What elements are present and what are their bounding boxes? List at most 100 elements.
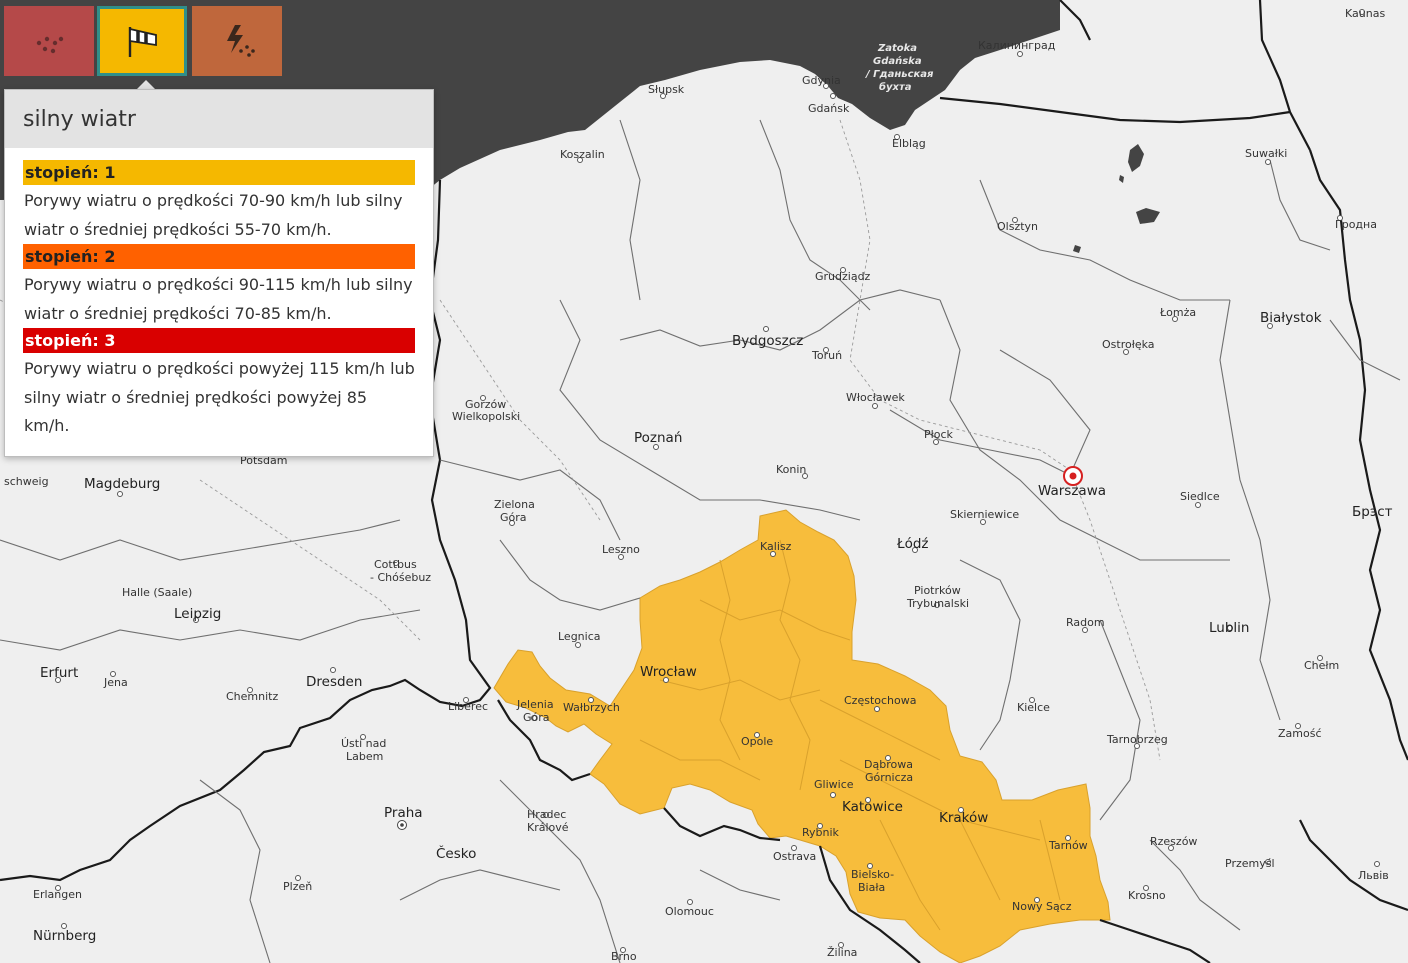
label-torun: Toruń bbox=[811, 349, 842, 362]
label-brno: Brno bbox=[611, 950, 637, 963]
regional-borders bbox=[0, 119, 1401, 963]
label-plock: Płock bbox=[924, 428, 954, 441]
label-hradec-2: Králové bbox=[527, 821, 569, 834]
label-halle: Halle (Saale) bbox=[122, 586, 192, 599]
label-gdynia: Gdynia bbox=[802, 74, 841, 87]
legend-level-3: stopień: 3 Porywy wiatru o prędkości pow… bbox=[23, 328, 415, 441]
label-olsztyn: Olsztyn bbox=[997, 220, 1038, 233]
label-siedlce: Siedlce bbox=[1180, 490, 1220, 503]
windsock-icon bbox=[128, 27, 157, 57]
label-zamosc: Zamość bbox=[1278, 727, 1322, 740]
label-rybnik: Rybnik bbox=[802, 826, 840, 839]
label-elblag: Elbląg bbox=[892, 137, 926, 150]
label-grudziadz: Grudziądz bbox=[815, 270, 871, 283]
label-kaliningrad: Калининград bbox=[978, 39, 1056, 52]
label-zatoka-4: бухта bbox=[879, 81, 912, 93]
label-praha: Praha bbox=[384, 805, 423, 821]
label-dabrowa-2: Górnicza bbox=[865, 771, 913, 784]
label-schweig: schweig bbox=[4, 475, 49, 488]
label-usti-1: Ústí nad bbox=[341, 737, 386, 750]
legend-level-1: stopień: 1 Porywy wiatru o prędkości 70-… bbox=[23, 160, 415, 244]
label-walbrzych: Wałbrzych bbox=[563, 701, 620, 714]
label-czestochowa: Częstochowa bbox=[844, 694, 916, 707]
label-piotrkow-2: Trybunalski bbox=[906, 597, 969, 610]
label-przemysl: Przemyśl bbox=[1225, 857, 1275, 870]
label-zatoka-1: Zatoka bbox=[877, 43, 917, 54]
hazard-button-storm[interactable] bbox=[192, 6, 282, 76]
label-plzen: Plzeň bbox=[283, 880, 312, 893]
label-bielsko-1: Bielsko- bbox=[851, 868, 894, 881]
praha-capital-marker bbox=[397, 820, 407, 830]
level-3-description: Porywy wiatru o prędkości powyżej 115 km… bbox=[24, 359, 415, 435]
label-rzeszow: Rzeszów bbox=[1150, 835, 1197, 848]
hazard-button-wind[interactable] bbox=[97, 6, 187, 76]
level-1-label: stopień: 1 bbox=[23, 160, 415, 185]
label-chelm: Chełm bbox=[1304, 659, 1339, 672]
label-lublin: Lublin bbox=[1209, 620, 1249, 636]
label-erlangen: Erlangen bbox=[33, 888, 82, 901]
label-suwalki: Suwałki bbox=[1245, 147, 1287, 160]
label-legnica: Legnica bbox=[558, 630, 601, 643]
level-1-description: Porywy wiatru o prędkości 70-90 km/h lub… bbox=[24, 191, 403, 239]
label-lodz: Łódź bbox=[896, 536, 929, 552]
label-chemnitz: Chemnitz bbox=[226, 690, 278, 703]
label-gliwice: Gliwice bbox=[814, 778, 854, 791]
legend-title: silny wiatr bbox=[5, 90, 433, 148]
label-usti-2: Labem bbox=[346, 750, 383, 763]
label-piotrkow-1: Piotrków bbox=[914, 584, 961, 597]
label-cesko: Česko bbox=[436, 844, 476, 862]
legend-level-2: stopień: 2 Porywy wiatru o prędkości 90-… bbox=[23, 244, 415, 328]
warning-area-level-1[interactable] bbox=[493, 509, 1111, 963]
label-lviv: Львів bbox=[1358, 869, 1389, 882]
label-kielce: Kielce bbox=[1017, 701, 1050, 714]
label-opole: Opole bbox=[741, 735, 773, 748]
label-krakow: Kraków bbox=[939, 810, 988, 826]
city-markers bbox=[55, 9, 1380, 953]
label-olomouc: Olomouc bbox=[665, 905, 714, 918]
label-wroclaw: Wrocław bbox=[640, 664, 697, 680]
label-ostrava: Ostrava bbox=[773, 850, 816, 863]
legend-pointer bbox=[136, 80, 156, 90]
label-jena: Jena bbox=[103, 676, 128, 689]
label-kalisz: Kalisz bbox=[760, 540, 792, 553]
label-poznan: Poznań bbox=[634, 430, 682, 446]
label-zilina: Žilina bbox=[827, 946, 857, 959]
label-leipzig: Leipzig bbox=[174, 606, 221, 622]
label-konin: Konin bbox=[776, 463, 806, 476]
hazard-button-rain[interactable] bbox=[4, 6, 94, 76]
label-magdeburg: Magdeburg bbox=[84, 476, 160, 492]
label-slupsk: Słupsk bbox=[648, 83, 685, 96]
label-gorzow-2: Wielkopolski bbox=[452, 410, 520, 423]
label-lomza: Łomża bbox=[1159, 306, 1196, 319]
level-2-description: Porywy wiatru o prędkości 90-115 km/h lu… bbox=[24, 275, 413, 323]
label-bielsko-2: Biała bbox=[858, 881, 885, 894]
label-skierniewice: Skierniewice bbox=[950, 508, 1019, 521]
legend-popup: silny wiatr stopień: 1 Porywy wiatru o p… bbox=[4, 89, 434, 457]
label-cottbus-1: Cottbus bbox=[374, 558, 417, 571]
label-grodno: Гродна bbox=[1335, 218, 1377, 231]
label-zatoka-2: Gdańska bbox=[873, 55, 922, 67]
label-nowy-sacz: Nowy Sącz bbox=[1012, 900, 1072, 913]
label-brest: Брэст bbox=[1352, 504, 1393, 520]
label-jelenia-1: Jelenia bbox=[516, 698, 554, 711]
label-dabrowa-1: Dąbrowa bbox=[864, 758, 913, 771]
county-borders bbox=[639, 539, 1061, 931]
label-warszawa: Warszawa bbox=[1038, 483, 1106, 499]
thunderstorm-icon bbox=[227, 25, 255, 57]
level-2-label: stopień: 2 bbox=[23, 244, 415, 269]
label-gdansk: Gdańsk bbox=[808, 102, 850, 115]
label-nurnberg: Nürnberg bbox=[33, 928, 96, 944]
label-kaunas: Kaunas bbox=[1345, 7, 1385, 20]
label-hradec-1: Hradec bbox=[527, 808, 566, 821]
heavy-rain-icon bbox=[36, 36, 64, 54]
label-ostroleka: Ostrołęka bbox=[1102, 338, 1155, 351]
label-wloclawek: Włocławek bbox=[846, 391, 905, 404]
label-liberec: Liberec bbox=[448, 700, 488, 713]
city-labels: Калининград Kaunas Gdańsk Gdynia Słupsk … bbox=[4, 7, 1393, 963]
label-tarnobrzeg: Tarnobrzeg bbox=[1106, 733, 1168, 746]
label-zielona-2: Góra bbox=[500, 511, 527, 524]
label-tarnow: Tarnów bbox=[1048, 839, 1088, 852]
label-zielona-1: Zielona bbox=[494, 498, 535, 511]
label-erfurt: Erfurt bbox=[40, 665, 78, 681]
